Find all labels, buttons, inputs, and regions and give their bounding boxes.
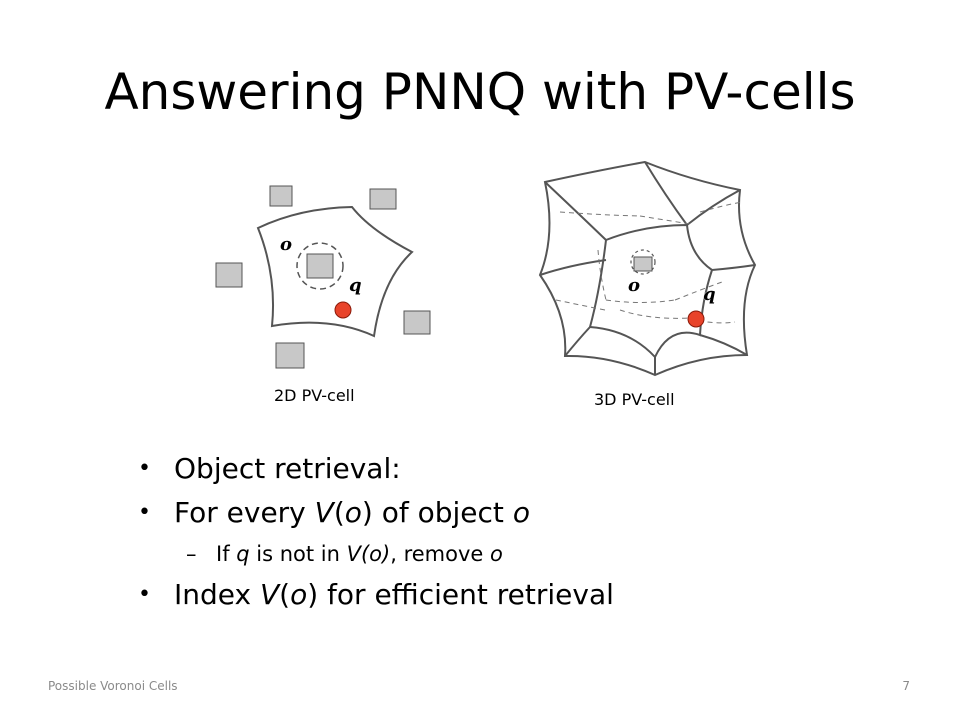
object-box [275,342,305,369]
caption-3d-pv-cell: 3D PV-cell [594,390,675,409]
bullet-text: Object retrieval: [174,452,401,485]
page-number: 7 [902,679,910,693]
math-v: V [259,578,280,611]
diagram-2d: o q [215,185,431,369]
uncertainty-region [296,242,344,290]
footer-text: Possible Voronoi Cells [48,679,178,693]
bullet-dot: • [138,456,151,481]
paren-close: ) [307,578,319,611]
sub-text-3: , remove [390,542,491,566]
bullet-dot: • [138,582,151,607]
label-o-2d: o [280,234,292,255]
math-v: V [314,496,334,529]
pv-cell-2d [256,205,414,338]
object-box [369,188,397,210]
paren-close: ) [361,496,373,529]
bullet-dot: • [138,500,151,525]
sub-bullet-dash: – [186,542,197,566]
object-box [215,262,243,288]
bullet-item: • Object retrieval: [138,452,898,496]
label-q-2d: q [349,275,362,296]
math-q: q [236,542,250,566]
math-vo: V(o) [346,542,391,566]
object-box [403,310,431,335]
object-box [269,185,293,207]
bullet-list: • Object retrieval: • For every V(o) of … [138,452,898,622]
bullet-item: • Index V(o) for efficient retrieval [138,578,898,622]
math-o: o [344,496,362,529]
uncertainty-region-3d [630,249,656,275]
sub-text-1: If [216,542,237,566]
caption-2d-pv-cell: 2D PV-cell [274,386,355,405]
label-o-3d: o [628,275,640,296]
paren-open: ( [333,496,345,529]
diagram-3d: o q [538,160,757,377]
query-point-q [334,301,352,319]
pv-cell-3d-inner [588,223,714,359]
bullet-item: • For every V(o) of object o [138,496,898,540]
pv-cell-diagrams: o q [215,160,757,377]
label-q-3d: q [703,284,716,305]
bullet-text-prefix: Index [174,578,260,611]
bullet-text-suffix: for efficient retrieval [318,578,614,611]
math-o: o [490,542,503,566]
query-point-q-3d [687,310,705,328]
bullet-text-middle: of object [372,496,513,529]
bullet-text-prefix: For every [174,496,315,529]
object-o-box [306,253,334,279]
paren-open: ( [279,578,291,611]
slide-title: Answering PNNQ with PV-cells [104,63,856,121]
sub-bullet-item: – If q is not in V(o), remove o [138,540,898,578]
object-o-box-3d [633,256,653,272]
math-o: o [512,496,530,529]
sub-text-2: is not in [249,542,347,566]
math-o: o [290,578,308,611]
